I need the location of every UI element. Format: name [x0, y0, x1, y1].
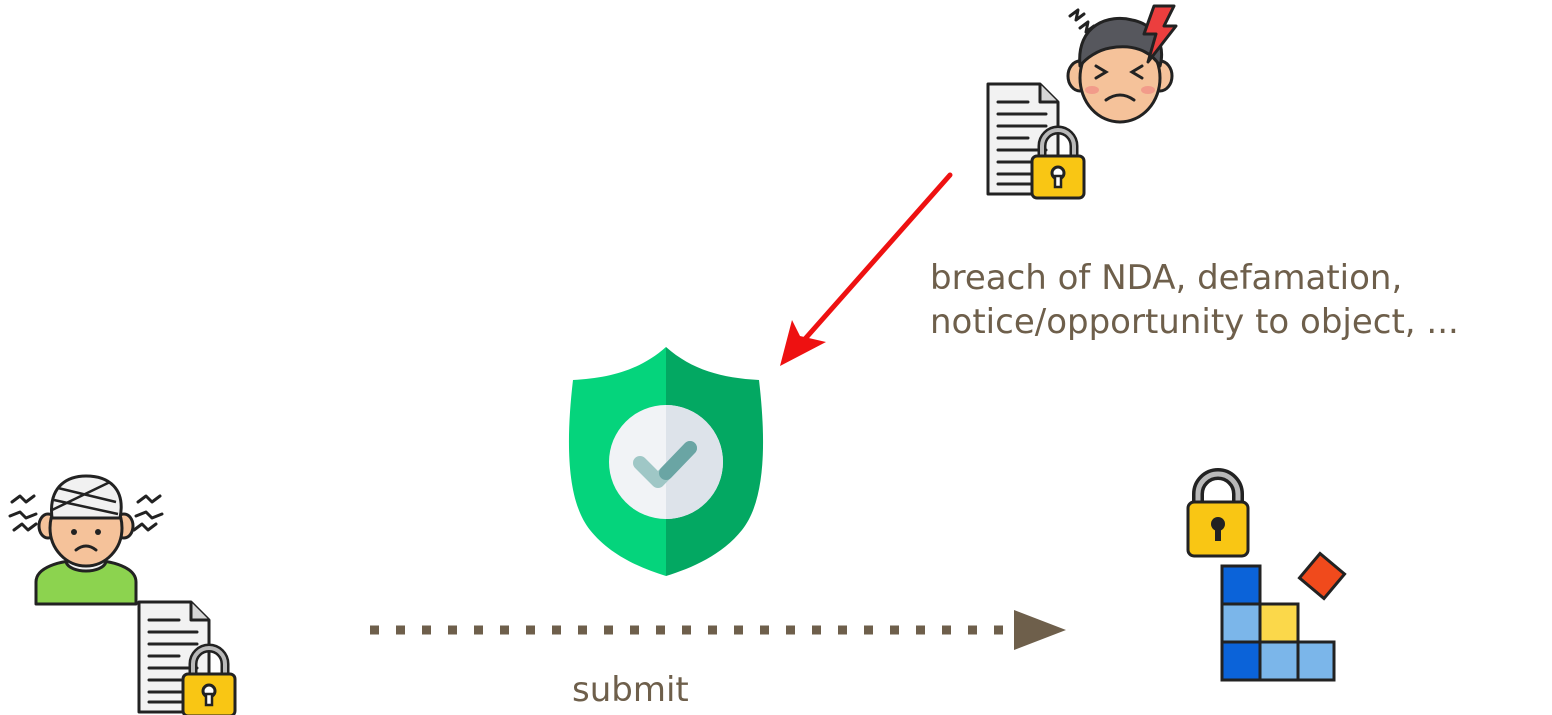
locked-document-icon	[139, 602, 235, 715]
blocks-icon	[1220, 551, 1347, 682]
breach-label-line-1: breach of NDA, defamation,	[930, 258, 1403, 298]
shield-check-icon	[568, 347, 764, 576]
breach-label-line-2: notice/opportunity to object, ...	[930, 302, 1459, 342]
injured-person-icon	[8, 474, 164, 606]
locked-document-icon	[988, 84, 1084, 198]
breach-label: breach of NDA, defamation, notice/opport…	[930, 256, 1459, 344]
submit-arrow	[370, 610, 1066, 650]
padlock-icon	[1186, 468, 1250, 558]
submit-label: submit	[572, 670, 689, 710]
angry-person-icon	[1066, 4, 1178, 124]
attack-arrow	[780, 172, 953, 366]
